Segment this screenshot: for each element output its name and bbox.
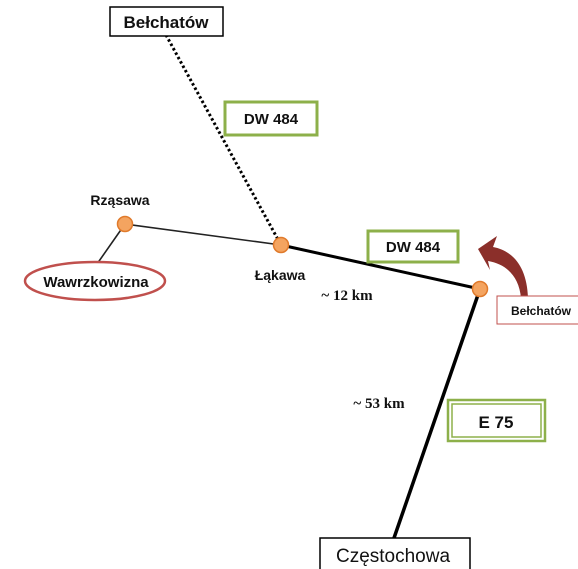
road-lakawa-junction bbox=[280, 243, 481, 291]
wawrzkowizna-ellipse bbox=[23, 260, 167, 302]
belchatow-arrow-box bbox=[496, 295, 578, 325]
road-belchatow-lakawa-dotted bbox=[164, 34, 283, 246]
lakawa-label: Łąkawa bbox=[255, 267, 306, 283]
turn-arrow-icon bbox=[478, 236, 528, 298]
belchatow-top-box bbox=[109, 6, 224, 37]
dw484-upper-box bbox=[223, 100, 319, 137]
node-rzasawa bbox=[116, 215, 134, 233]
e75-box-inner bbox=[451, 403, 542, 438]
czestochowa-label: Częstochowa bbox=[336, 546, 450, 567]
dw484-lower-box bbox=[366, 229, 460, 264]
rzasawa-label: Rząsawa bbox=[90, 192, 149, 208]
belchatow-top-label: Bełchatów bbox=[123, 13, 209, 32]
node-lakawa bbox=[272, 236, 290, 254]
node-junction bbox=[471, 280, 489, 298]
czestochowa-box bbox=[319, 537, 471, 569]
road-junction-czestochowa bbox=[392, 288, 482, 539]
e75-box-outer bbox=[446, 398, 547, 443]
belchatow-arrow-label: Bełchatów bbox=[511, 304, 572, 318]
dw484-lower-label: DW 484 bbox=[386, 239, 441, 256]
e75-label: E 75 bbox=[479, 413, 514, 432]
distance-lakawa-junction: ~ 12 km bbox=[321, 288, 373, 304]
road-rzasawa-lakawa bbox=[124, 223, 282, 246]
dw484-upper-label: DW 484 bbox=[244, 111, 299, 128]
wawrzkowizna-label: Wawrzkowizna bbox=[43, 274, 149, 291]
distance-junction-czestochowa: ~ 53 km bbox=[353, 396, 405, 412]
